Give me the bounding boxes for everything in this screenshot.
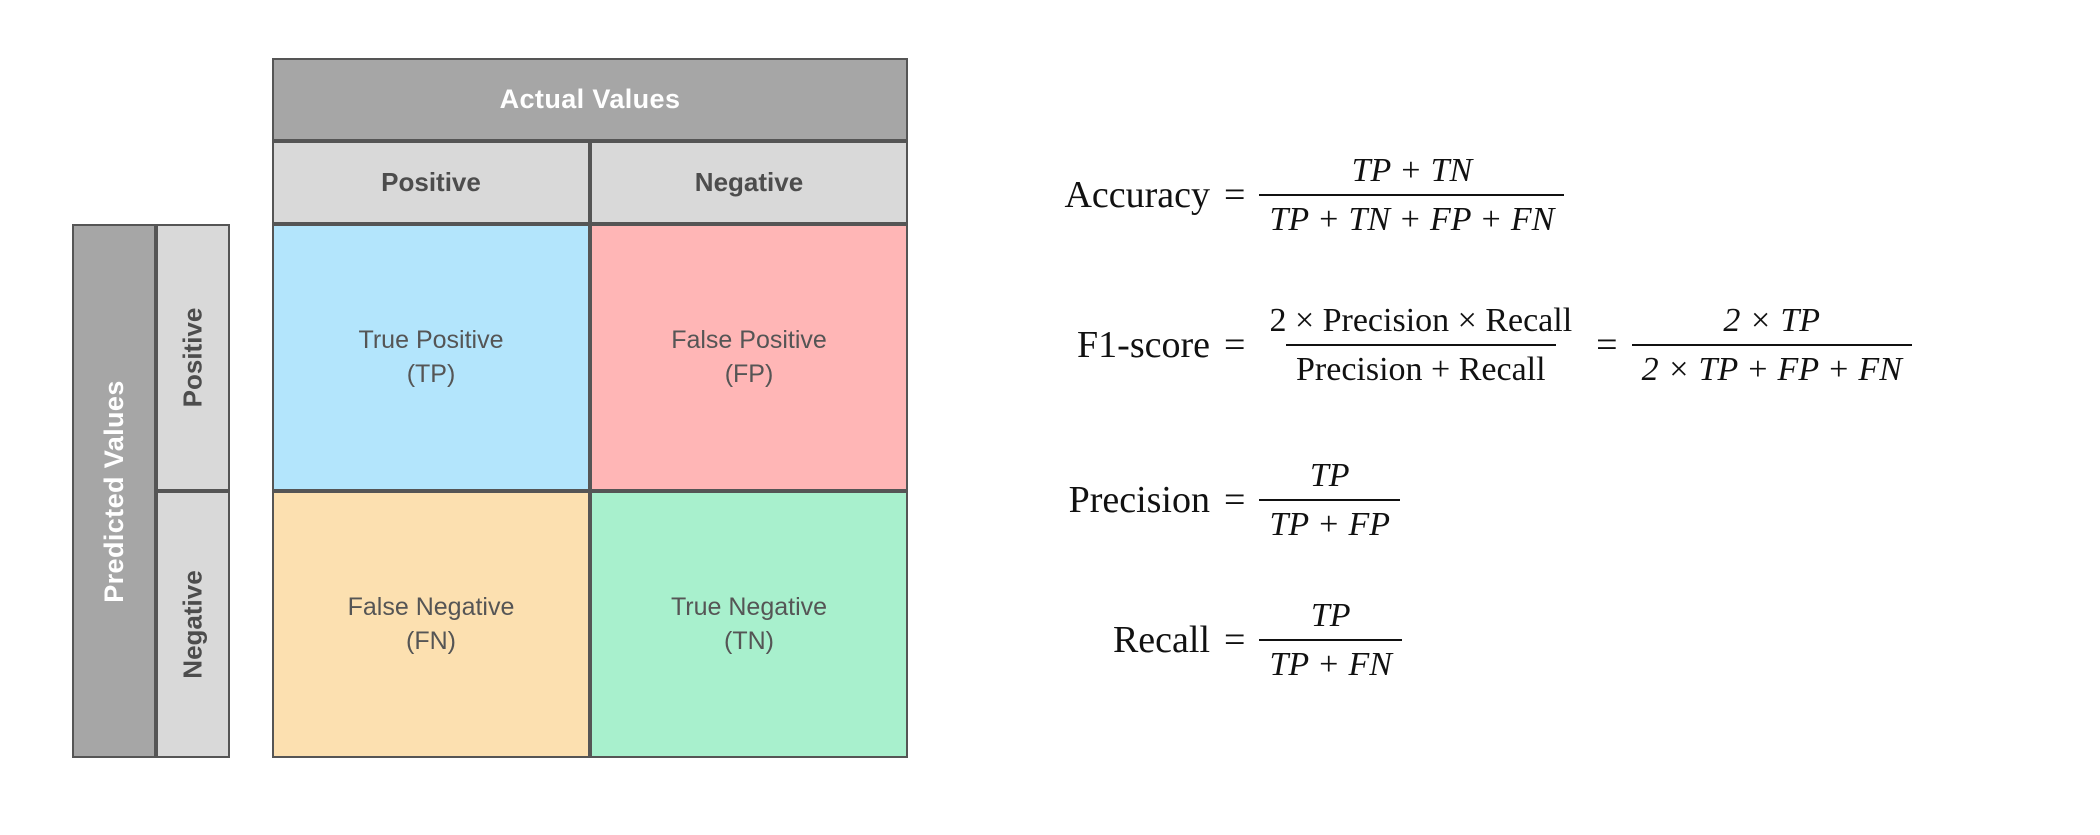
- actual-values-label: Actual Values: [499, 84, 681, 114]
- formula-precision: Precision = TP TP + FP: [980, 430, 2080, 570]
- column-header-negative-label: Negative: [694, 167, 804, 197]
- cell-true-negative-name: True Negative: [670, 592, 828, 621]
- cell-true-negative-abbr: (TN): [724, 626, 774, 655]
- cell-false-negative-abbr: (FN): [406, 626, 456, 655]
- cell-true-positive-abbr: (TP): [406, 359, 456, 388]
- column-header-positive: Positive: [272, 141, 590, 224]
- formula-f1score: F1-score = 2 × Precision × Recall Precis…: [980, 260, 2080, 430]
- cell-false-positive-name: False Positive: [671, 325, 827, 354]
- formula-f1score-numerator-1: 2 × Precision × Recall: [1269, 301, 1573, 339]
- formula-precision-equals: =: [1224, 479, 1246, 521]
- actual-values-header: Actual Values: [272, 58, 908, 141]
- cell-true-positive: True Positive (TP): [272, 224, 590, 491]
- cell-false-negative: False Negative (FN): [272, 491, 590, 758]
- formula-accuracy-numerator: TP + TN: [1351, 151, 1473, 189]
- predicted-values-label: Predicted Values: [98, 379, 129, 603]
- formula-recall-numerator: TP: [1310, 596, 1351, 634]
- formula-recall: Recall = TP TP + FN: [980, 570, 2080, 710]
- formula-recall-fraction: TP TP + FN: [1259, 596, 1402, 684]
- cell-false-positive-abbr: (FP): [724, 359, 774, 388]
- formula-accuracy-label: Accuracy: [1064, 174, 1210, 216]
- formula-accuracy-equals: =: [1224, 174, 1246, 216]
- formula-f1score-numerator-2: 2 × TP: [1723, 301, 1821, 339]
- formula-precision-fraction: TP TP + FP: [1259, 457, 1400, 544]
- row-header-positive: Positive: [156, 224, 230, 491]
- formula-accuracy-denominator: TP + TN + FP + FN: [1259, 193, 1565, 239]
- row-header-positive-label: Positive: [177, 307, 208, 408]
- formula-precision-denominator: TP + FP: [1259, 498, 1400, 544]
- confusion-matrix: Actual Values Positive Negative Predicte…: [72, 58, 908, 758]
- formula-f1score-denominator-2: 2 × TP + FP + FN: [1631, 343, 1912, 389]
- cell-true-negative: True Negative (TN): [590, 491, 908, 758]
- formula-f1score-equals: =: [1224, 324, 1246, 366]
- formula-precision-numerator: TP: [1309, 456, 1350, 494]
- column-header-negative: Negative: [590, 141, 908, 224]
- cell-true-positive-name: True Positive: [358, 325, 504, 354]
- cell-false-negative-name: False Negative: [347, 592, 515, 621]
- row-header-negative: Negative: [156, 491, 230, 758]
- formula-precision-label: Precision: [1068, 479, 1210, 521]
- formula-recall-equals: =: [1224, 619, 1246, 661]
- predicted-values-header: Predicted Values: [72, 224, 156, 758]
- formula-f1score-fraction-2: 2 × TP 2 × TP + FP + FN: [1631, 301, 1912, 389]
- formula-f1score-label: F1-score: [1077, 324, 1210, 366]
- formula-recall-label: Recall: [1112, 619, 1210, 661]
- formula-list: Accuracy = TP + TN TP + TN + FP + FN F1-…: [980, 130, 2080, 710]
- formula-f1score-equals-2: =: [1596, 324, 1618, 366]
- row-header-negative-label: Negative: [177, 570, 208, 679]
- formula-accuracy-fraction: TP + TN TP + TN + FP + FN: [1259, 151, 1565, 239]
- cell-false-positive: False Positive (FP): [590, 224, 908, 491]
- column-header-positive-label: Positive: [381, 167, 481, 197]
- formula-recall-denominator: TP + FN: [1259, 638, 1402, 684]
- formula-f1score-fraction-1: 2 × Precision × Recall Precision + Recal…: [1259, 302, 1582, 389]
- formula-accuracy: Accuracy = TP + TN TP + TN + FP + FN: [980, 130, 2080, 260]
- formula-f1score-denominator-1: Precision + Recall: [1286, 343, 1556, 389]
